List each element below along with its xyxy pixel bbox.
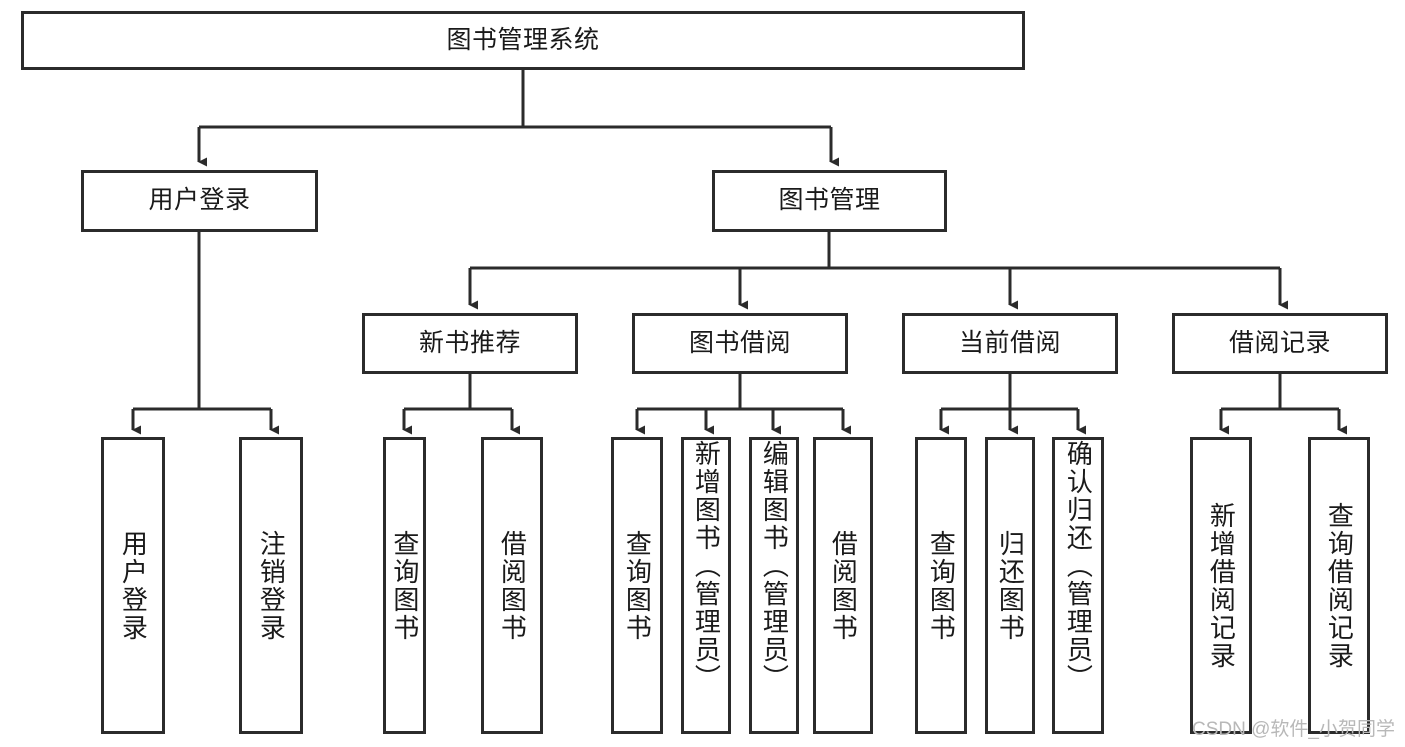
leaf-label: 新增借阅记录 xyxy=(1206,501,1237,670)
watermark-text: CSDN @软件_小贺同学 xyxy=(1192,719,1395,740)
leaf-user-login-login[interactable]: 用户登录 xyxy=(101,437,165,734)
leaf-label: 借阅图书 xyxy=(828,529,859,642)
leaf-label: 确认归还（管理员） xyxy=(1063,440,1094,692)
leaf-label: 编辑图书（管理员） xyxy=(759,440,790,692)
leaf-label: 查询图书 xyxy=(389,529,420,642)
leaf-user-login-logout[interactable]: 注销登录 xyxy=(239,437,303,734)
leaf-label: 新增图书（管理员） xyxy=(691,440,722,692)
leaf-new-book-query-book[interactable]: 查询图书 xyxy=(383,437,426,734)
node-current-borrow[interactable]: 当前借阅 xyxy=(902,313,1118,374)
node-new-book-recommend[interactable]: 新书推荐 xyxy=(362,313,578,374)
leaf-book-borrow-borrow-book[interactable]: 借阅图书 xyxy=(813,437,873,734)
node-book-borrow[interactable]: 图书借阅 xyxy=(632,313,848,374)
leaf-current-borrow-confirm-return-admin[interactable]: 确认归还（管理员） xyxy=(1052,437,1104,734)
node-book-management[interactable]: 图书管理 xyxy=(712,170,947,232)
node-borrow-record[interactable]: 借阅记录 xyxy=(1172,313,1388,374)
node-label: 图书管理 xyxy=(778,186,881,215)
leaf-book-borrow-add-book-admin[interactable]: 新增图书（管理员） xyxy=(681,437,731,734)
leaf-current-borrow-query-book[interactable]: 查询图书 xyxy=(915,437,967,734)
leaf-label: 用户登录 xyxy=(118,529,149,642)
node-label: 图书借阅 xyxy=(688,328,791,357)
node-label: 新书推荐 xyxy=(418,328,521,357)
node-user-login[interactable]: 用户登录 xyxy=(81,170,318,232)
node-label: 借阅记录 xyxy=(1228,328,1331,357)
leaf-label: 查询图书 xyxy=(622,529,653,642)
leaf-label: 查询图书 xyxy=(926,529,957,642)
node-label: 图书管理系统 xyxy=(446,25,600,54)
leaf-borrow-record-query-record[interactable]: 查询借阅记录 xyxy=(1308,437,1370,734)
node-label: 用户登录 xyxy=(148,186,251,215)
leaf-label: 归还图书 xyxy=(995,529,1026,642)
node-root-book-management-system[interactable]: 图书管理系统 xyxy=(21,11,1025,70)
leaf-label: 注销登录 xyxy=(256,529,287,642)
leaf-label: 查询借阅记录 xyxy=(1324,501,1355,670)
leaf-current-borrow-return-book[interactable]: 归还图书 xyxy=(985,437,1035,734)
leaf-borrow-record-add-record[interactable]: 新增借阅记录 xyxy=(1190,437,1252,734)
leaf-book-borrow-query-book[interactable]: 查询图书 xyxy=(611,437,663,734)
leaf-new-book-borrow-book[interactable]: 借阅图书 xyxy=(481,437,543,734)
node-label: 当前借阅 xyxy=(958,328,1061,357)
leaf-book-borrow-edit-book-admin[interactable]: 编辑图书（管理员） xyxy=(749,437,799,734)
leaf-label: 借阅图书 xyxy=(497,529,528,642)
